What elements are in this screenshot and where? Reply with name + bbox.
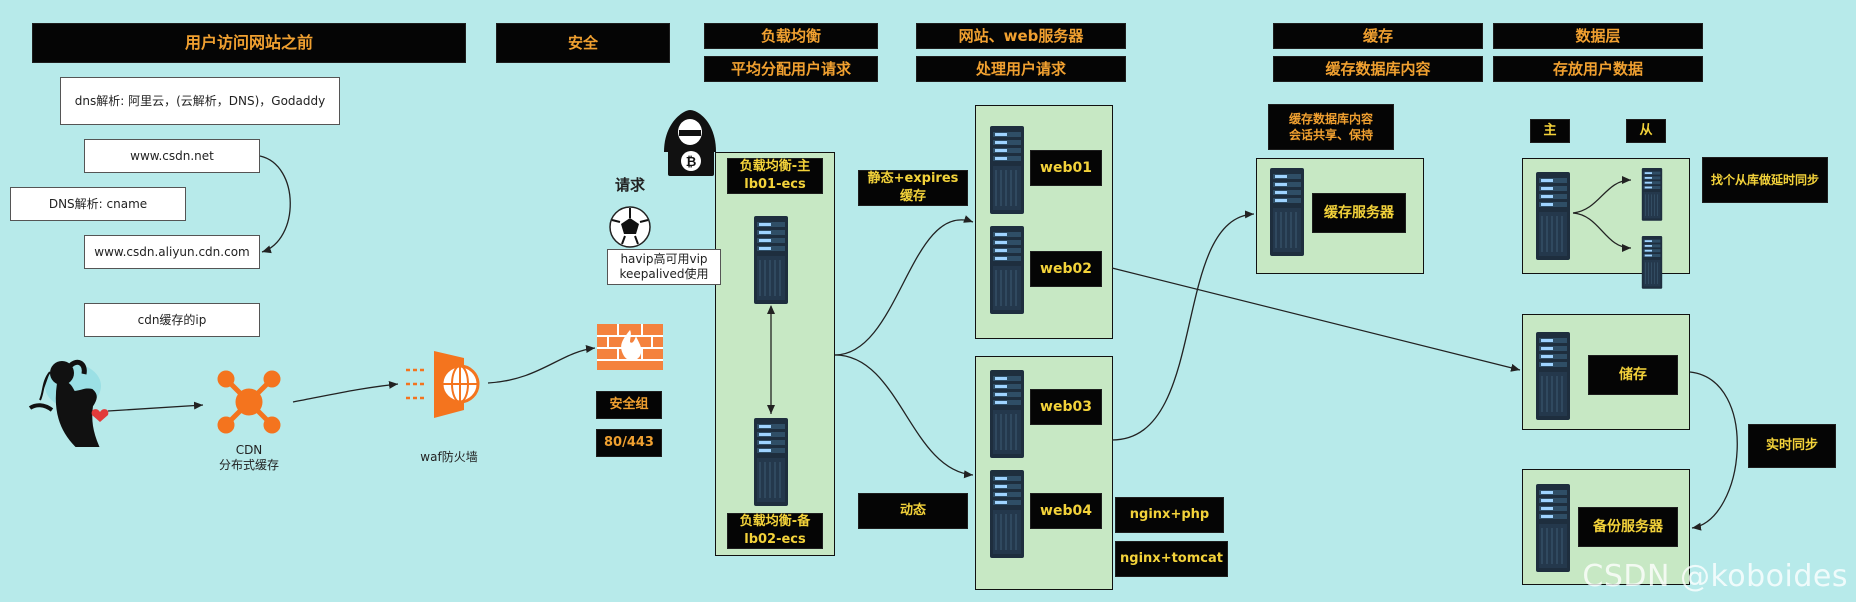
static-label: 静态+expires 缓存 <box>858 170 968 206</box>
header-before: 用户访问网站之前 <box>32 23 466 63</box>
db-slave-1-server-icon <box>1641 167 1663 222</box>
web03-server-icon <box>989 369 1025 459</box>
storage-label: 储存 <box>1588 355 1678 395</box>
header-security: 安全 <box>496 23 670 63</box>
cdn-label-title: CDN <box>235 443 263 457</box>
user-icon <box>28 359 109 447</box>
ports-label: 80/443 <box>596 429 662 457</box>
db-slave-label: 从 <box>1626 119 1666 143</box>
slave-note-label: 找个从库做延时同步 <box>1702 157 1828 203</box>
cdn-label: CDN 分布式缓存 <box>199 443 299 473</box>
firewall-icon <box>597 324 663 370</box>
svg-text:₿: ₿ <box>686 155 697 170</box>
cdn-label-sub: 分布式缓存 <box>218 458 279 472</box>
arrow-domain-to-cdn-domain <box>259 155 291 254</box>
cache-note: 缓存数据库内容 会话共享、保持 <box>1268 104 1394 150</box>
arrow-storage-to-backup <box>1689 371 1738 531</box>
lb-master-label: 负载均衡-主 lb01-ecs <box>727 158 823 194</box>
arrow-waf-to-firewall <box>487 345 596 384</box>
arrow-lb-to-web-group-2 <box>834 354 974 479</box>
security-group-label: 安全组 <box>596 391 662 419</box>
lb-backup-line-1: 负载均衡-备 <box>739 514 811 529</box>
havip-box: havip高可用vip keepalived使用 <box>607 249 721 285</box>
cache-server-label: 缓存服务器 <box>1312 193 1406 233</box>
web02-server-icon <box>989 225 1025 315</box>
request-label: 请求 <box>614 176 645 194</box>
lb-master-server-icon <box>753 215 789 305</box>
domain-box: www.csdn.net <box>84 139 260 173</box>
web03-label: web03 <box>1030 389 1102 425</box>
nginx-tomcat-label: nginx+tomcat <box>1115 541 1228 577</box>
hacker-icon: ₿ <box>664 110 716 176</box>
backup-server-label: 备份服务器 <box>1578 507 1678 547</box>
lb-master-line-2: lb01-ecs <box>744 177 806 192</box>
havip-line-2: keepalived使用 <box>619 267 709 281</box>
header-data-sub: 存放用户数据 <box>1493 56 1703 82</box>
web04-label: web04 <box>1030 493 1102 529</box>
header-lb: 负载均衡 <box>704 23 878 49</box>
header-data: 数据层 <box>1493 23 1703 49</box>
lb-master-line-1: 负载均衡-主 <box>739 159 811 174</box>
arrow-web02-to-storage <box>1111 267 1521 372</box>
dynamic-label: 动态 <box>858 493 968 529</box>
waf-icon <box>406 351 480 418</box>
arrow-web03-to-cache <box>1111 210 1255 441</box>
db-master-server-icon <box>1535 171 1571 261</box>
watermark: CSDN @koboides <box>1582 559 1848 594</box>
storage-server-icon <box>1535 331 1571 421</box>
backup-server-icon <box>1535 483 1571 573</box>
header-web: 网站、web服务器 <box>916 23 1126 49</box>
havip-line-1: havip高可用vip <box>620 252 708 266</box>
arrow-db-master-to-slave-1 <box>1572 176 1632 214</box>
lb-backup-server-icon <box>753 417 789 507</box>
web01-label: web01 <box>1030 150 1102 186</box>
nginx-php-label: nginx+php <box>1115 497 1224 533</box>
header-cache: 缓存 <box>1273 23 1483 49</box>
lb-backup-label: 负载均衡-备 lb02-ecs <box>727 513 823 549</box>
arrow-user-to-cdn <box>107 401 204 412</box>
db-slave-2-server-icon <box>1641 235 1663 290</box>
dns-cname-box: DNS解析: cname <box>10 187 186 221</box>
cache-server-icon <box>1269 167 1305 257</box>
arrow-lb-to-web-group-1 <box>834 215 974 356</box>
lb-backup-line-2: lb02-ecs <box>744 532 806 547</box>
header-web-sub: 处理用户请求 <box>916 56 1126 82</box>
cache-note-line-1: 缓存数据库内容 <box>1288 112 1373 126</box>
web02-label: web02 <box>1030 251 1102 287</box>
cdn-ip-box: cdn缓存的ip <box>84 303 260 337</box>
header-cache-sub: 缓存数据库内容 <box>1273 56 1483 82</box>
cache-note-line-2: 会话共享、保持 <box>1288 128 1373 142</box>
static-line-1: 静态+expires <box>867 171 959 186</box>
header-lb-sub: 平均分配用户请求 <box>704 56 878 82</box>
arrow-db-master-to-slave-2 <box>1572 212 1632 252</box>
waf-label: waf防火墙 <box>420 450 478 464</box>
ball-icon <box>609 206 651 248</box>
web01-server-icon <box>989 125 1025 215</box>
cdn-icon <box>217 370 281 434</box>
dns-parse-box: dns解析: 阿里云，(云解析，DNS)，Godaddy <box>60 77 340 125</box>
static-line-2: 缓存 <box>899 189 926 204</box>
db-master-label: 主 <box>1530 119 1570 143</box>
arrow-cdn-to-waf <box>292 380 399 403</box>
cdn-domain-box: www.csdn.aliyun.cdn.com <box>84 235 260 269</box>
realtime-sync-label: 实时同步 <box>1748 424 1836 468</box>
web04-server-icon <box>989 469 1025 559</box>
